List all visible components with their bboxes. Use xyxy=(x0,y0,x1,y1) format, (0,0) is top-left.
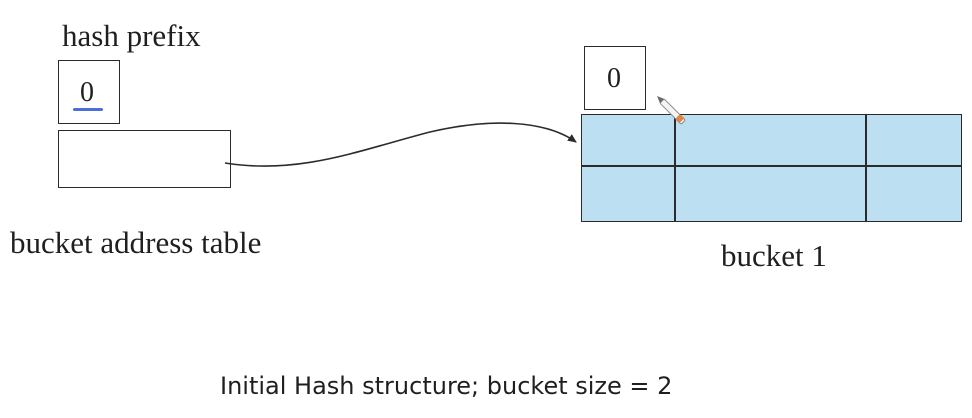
bucket-divider xyxy=(582,165,961,167)
bucket-1 xyxy=(581,114,962,222)
bucket-prefix-value: 0 xyxy=(607,63,621,94)
prefix-underline xyxy=(73,108,103,111)
figure-caption: Initial Hash structure; bucket size = 2 xyxy=(220,372,673,400)
table-prefix-value: 0 xyxy=(80,77,94,108)
bucket-divider xyxy=(674,115,676,221)
bucket-address-table-entry xyxy=(58,130,231,188)
bucket-address-table-label: bucket address table xyxy=(10,225,262,260)
pointer-arrow xyxy=(224,122,577,167)
table-prefix-box: 0 xyxy=(58,60,120,124)
hash-prefix-label: hash prefix xyxy=(62,18,201,53)
bucket-divider xyxy=(865,115,867,221)
bucket-prefix-box: 0 xyxy=(584,46,646,110)
bucket-1-label: bucket 1 xyxy=(721,238,827,273)
